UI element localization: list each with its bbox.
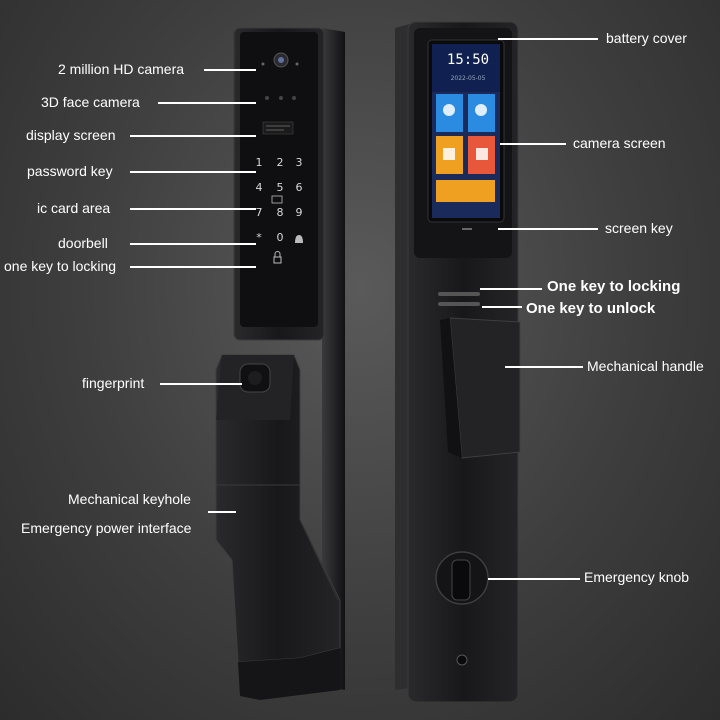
label-mechanical-keyhole: Mechanical keyhole: [68, 491, 191, 507]
label-one-key-locking-left: one key to locking: [4, 258, 117, 274]
label-fingerprint: fingerprint: [82, 375, 145, 391]
label-display-screen: display screen: [26, 127, 116, 143]
keypad-key: 5: [277, 181, 284, 194]
doorbell-icon: [295, 235, 303, 243]
keypad-key: 3: [296, 156, 303, 169]
label-emergency-knob: Emergency knob: [584, 569, 690, 585]
keypad-key: 7: [256, 206, 263, 219]
label-screen-key: screen key: [605, 220, 673, 236]
keypad-key: 2: [277, 156, 284, 169]
label-hd-camera: 2 million HD camera: [58, 61, 185, 77]
lock-button: [438, 292, 480, 296]
label-ic-card-area: ic card area: [37, 200, 111, 216]
leader-emergency-power: [208, 511, 236, 513]
back-lock: [395, 21, 521, 703]
keypad-key: 1: [256, 156, 263, 169]
leader-one-key-locking-right: [480, 288, 542, 290]
leader-emergency-knob: [488, 578, 580, 580]
leader-battery-cover: [498, 38, 598, 40]
keypad-key: 8: [277, 206, 284, 219]
leader-face-camera: [158, 102, 256, 104]
screen-date: 2022-05-05: [451, 75, 486, 82]
label-emergency-power: Emergency power interface: [21, 520, 192, 536]
screen-key-icon: [462, 228, 472, 230]
label-password-key: password key: [27, 163, 113, 179]
leader-hd-camera: [204, 69, 256, 71]
leader-doorbell: [130, 243, 256, 245]
leader-display-screen: [130, 135, 256, 137]
leader-screen-key: [498, 228, 598, 230]
screen-time: 15:50: [447, 52, 489, 68]
leader-mechanical-handle: [505, 366, 583, 368]
leader-one-key-unlock: [482, 306, 522, 308]
keypad-key: 0: [277, 231, 284, 244]
leader-camera-screen: [500, 143, 566, 145]
leader-password-key: [130, 171, 256, 173]
label-battery-cover: battery cover: [606, 30, 687, 46]
unlock-button: [438, 302, 480, 306]
keypad-key: 4: [256, 181, 263, 194]
keypad-key: 9: [296, 206, 303, 219]
label-doorbell: doorbell: [58, 235, 108, 251]
label-mechanical-handle: Mechanical handle: [587, 358, 704, 374]
label-one-key-locking-right: One key to locking: [547, 278, 681, 295]
label-one-key-unlock: One key to unlock: [526, 300, 656, 317]
leader-one-key-locking-left: [130, 266, 256, 268]
label-camera-screen: camera screen: [573, 135, 666, 151]
leader-fingerprint: [160, 383, 242, 385]
leader-ic-card-area: [130, 208, 256, 210]
keypad-key: 6: [296, 181, 303, 194]
label-face-camera: 3D face camera: [41, 94, 140, 110]
keypad-key: *: [256, 231, 262, 244]
